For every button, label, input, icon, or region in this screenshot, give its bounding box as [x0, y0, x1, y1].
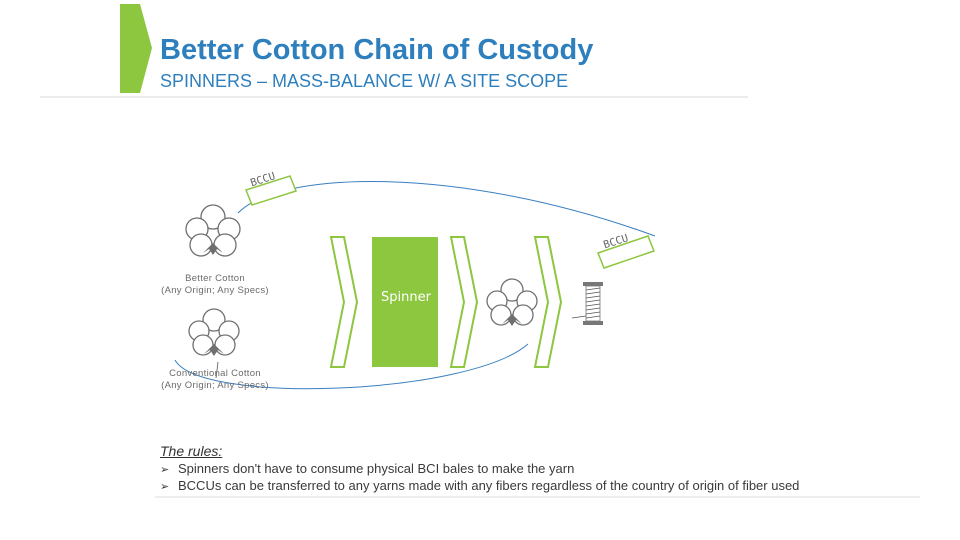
flow-chevron-3: [533, 236, 563, 368]
conventional-flow-marker: [215, 361, 219, 379]
output-cotton-boll-icon: [486, 278, 538, 326]
rule-item: ➢ Spinners don't have to consume physical…: [160, 461, 574, 476]
yarn-spool-icon: [571, 282, 603, 325]
rule-text: Spinners don't have to consume physical …: [178, 461, 575, 476]
flow-chevron-1: [329, 236, 359, 368]
better-cotton-label-line1: Better Cotton: [185, 273, 245, 284]
bccu-tag-1: [245, 175, 297, 206]
flow-chevron-2: [449, 236, 479, 368]
bullet-arrow-icon: ➢: [160, 480, 170, 493]
rules-heading: The rules:: [160, 443, 223, 459]
conventional-cotton-label-line2: (Any Origin; Any Specs): [161, 380, 269, 391]
better-cotton-boll-icon: [185, 204, 241, 257]
conventional-cotton-label: Conventional Cotton (Any Origin; Any Spe…: [140, 368, 290, 392]
rule-text: BCCUs can be transferred to any yarns ma…: [178, 478, 800, 493]
rule-item: ➢ BCCUs can be transferred to any yarns m…: [160, 478, 799, 493]
conventional-cotton-label-line1: Conventional Cotton: [169, 368, 261, 379]
bccu-tag-2: [597, 235, 655, 269]
title-accent-banner: [120, 4, 152, 93]
credit-flow-arc-top: [237, 180, 656, 237]
page-title: Better Cotton Chain of Custody: [160, 34, 594, 66]
spinner-box: [372, 237, 438, 367]
bullet-arrow-icon: ➢: [160, 463, 170, 476]
better-cotton-label-line2: (Any Origin; Any Specs): [161, 285, 269, 296]
page-subtitle: SPINNERS – MASS-BALANCE W/ A SITE SCOPE: [160, 71, 569, 91]
spinner-label: Spinner: [381, 290, 431, 305]
better-cotton-label: Better Cotton (Any Origin; Any Specs): [140, 273, 290, 297]
conventional-cotton-boll-icon: [188, 308, 240, 356]
bottom-flow-arc: [174, 343, 529, 390]
